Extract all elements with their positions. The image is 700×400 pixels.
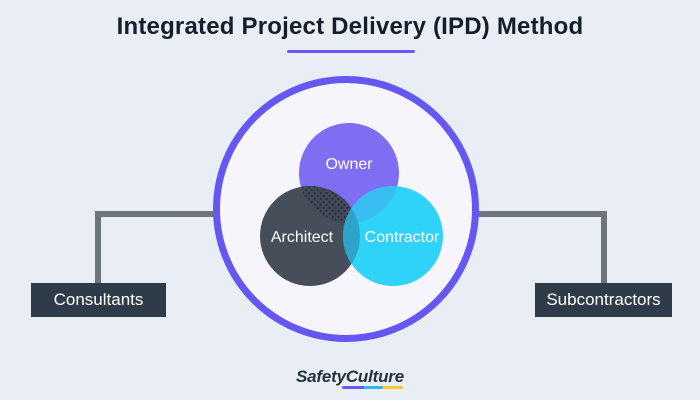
brand-logo-culture: Culture xyxy=(345,367,404,386)
subcontractors-label: Subcontractors xyxy=(546,290,661,309)
page-title: Integrated Project Delivery (IPD) Method xyxy=(116,13,584,40)
brand-logo-underline xyxy=(341,386,403,389)
title-underline xyxy=(287,50,415,53)
brand-logo-safety: Safety xyxy=(296,367,346,386)
owner-architect-overlap xyxy=(299,186,360,223)
connector-right-horizontal xyxy=(465,211,607,217)
contractor-label: Contractor xyxy=(365,229,440,246)
connector-right-vertical xyxy=(601,211,607,285)
brand-logo-culture-wrap: Culture xyxy=(341,367,404,389)
owner-label: Owner xyxy=(325,156,373,173)
owner-contractor-overlap xyxy=(343,186,399,223)
consultants-box: Consultants xyxy=(31,283,166,317)
subcontractors-box: Subcontractors xyxy=(535,283,672,317)
connector-left-horizontal xyxy=(95,211,230,217)
architect-label: Architect xyxy=(271,229,334,246)
consultants-label: Consultants xyxy=(53,290,144,309)
connector-left-vertical xyxy=(95,211,101,285)
